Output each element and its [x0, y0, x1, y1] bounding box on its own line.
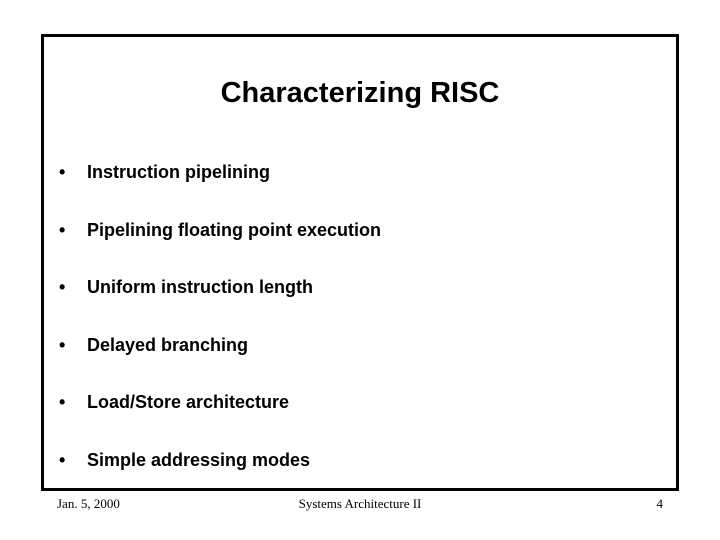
bullet-item-delayed-branching: • Delayed branching [57, 333, 657, 391]
footer-date: Jan. 5, 2000 [57, 496, 120, 511]
bullet-item-uniform-instruction-length: • Uniform instruction length [57, 275, 657, 333]
footer-course-title: Systems Architecture II [298, 496, 422, 511]
bullet-point-icon: • [59, 219, 66, 240]
bullet-item-simple-addressing-modes: • Simple addressing modes [57, 448, 657, 506]
bullet-point-icon: • [59, 277, 66, 297]
slide-title: Characterizing RISC [220, 77, 500, 109]
bullet-item-pipelining-floating-point-execution: • Pipelining floating point execution [57, 218, 657, 276]
footer-page-number: 4 [656, 496, 664, 511]
bullet-item-label: Simple addressing modes [87, 449, 311, 470]
bullet-item-label: Instruction pipelining [87, 162, 270, 182]
slide-footer: Jan. 5, 2000 Systems Architecture II 4 [41, 495, 679, 517]
bullet-point-icon: • [59, 162, 66, 182]
bullet-item-instruction-pipelining: • Instruction pipelining [57, 160, 657, 218]
bullet-list: • Instruction pipelining • Pipelining fl… [57, 160, 657, 505]
bullet-item-label: Load/Store architecture [87, 392, 290, 412]
bullet-item-load-store-architecture: • Load/Store architecture [57, 390, 657, 448]
bullet-point-icon: • [59, 392, 66, 412]
bullet-item-label: Uniform instruction length [87, 277, 313, 297]
bullet-item-label: Pipelining floating point execution [87, 219, 381, 240]
slide-content-frame [41, 34, 679, 491]
bullet-point-icon: • [59, 449, 66, 470]
bullet-point-icon: • [59, 334, 66, 355]
bullet-item-label: Delayed branching [87, 334, 249, 355]
